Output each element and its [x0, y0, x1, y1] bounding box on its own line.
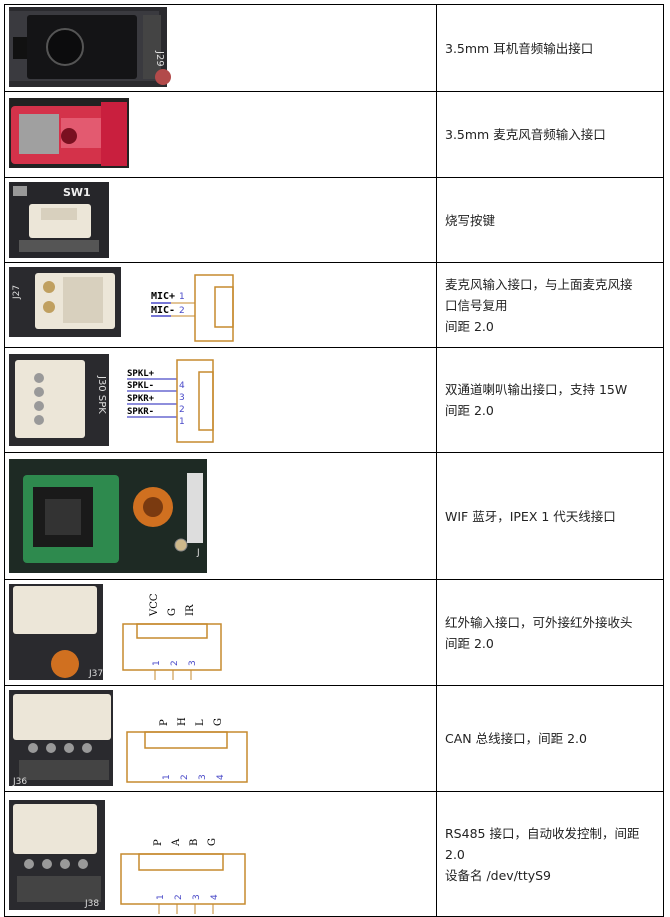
- pin-number: 1: [156, 894, 166, 900]
- desc-line: 间距 2.0: [445, 403, 494, 418]
- spec-table: J29 3.5mm 耳机音频输出接口 3.5mm 麦克风音频输入接口: [4, 4, 664, 917]
- description-cell: 3.5mm 耳机音频输出接口: [436, 4, 664, 92]
- desc-line: 2.0: [445, 846, 465, 862]
- ref-label: J27: [12, 285, 22, 300]
- pin-label: P: [153, 839, 164, 846]
- description-cell: 双通道喇叭输出接口，支持 15W 间距 2.0: [436, 347, 664, 453]
- pin-label: P: [159, 719, 170, 726]
- desc-line: RS485 接口，自动收发控制，间距: [445, 825, 640, 841]
- ref-label: SW1: [63, 186, 91, 199]
- table-row: J29 3.5mm 耳机音频输出接口: [4, 4, 664, 92]
- pin-number: 4: [210, 894, 220, 900]
- image-cell: J38 P A B G 1 2 3 4: [4, 791, 437, 917]
- desc-line: CAN 总线接口，间距 2.0: [445, 731, 587, 746]
- pin-number: 3: [192, 894, 202, 900]
- ref-label: J29: [154, 50, 165, 67]
- pin-label: MIC+: [151, 291, 175, 302]
- audio-jack-photo: J29: [9, 7, 171, 87]
- ir-connector-diagram: J37 VCC G IR 1 2 3: [9, 584, 222, 680]
- pin-label: SPKR-: [127, 407, 154, 417]
- pin-label: H: [177, 717, 188, 726]
- ref-label: J36: [12, 777, 27, 787]
- pin-label: B: [189, 839, 200, 846]
- table-row: J30 SPK SPKL+ SPKL- SPKR+ SPKR- 4 3 2: [4, 347, 664, 453]
- pin-number: 2: [180, 774, 190, 780]
- description-cell: 红外输入接口，可外接红外接收头 间距 2.0: [436, 579, 664, 686]
- pin-label: L: [195, 719, 206, 726]
- pin-number: 4: [216, 774, 226, 780]
- pin-number: 1: [162, 774, 172, 780]
- image-cell: J30 SPK SPKL+ SPKL- SPKR+ SPKR- 4 3 2: [4, 347, 437, 453]
- pin-number: 2: [179, 405, 185, 415]
- description-cell: 麦克风输入接口，与上面麦克风接 口信号复用 间距 2.0: [436, 262, 664, 348]
- table-row: SW1 烧写按键: [4, 177, 664, 263]
- pin-label: G: [213, 718, 224, 726]
- image-cell: J27 MIC+ MIC- 1 2: [4, 262, 437, 348]
- table-row: J27 MIC+ MIC- 1 2 麦克风输入接口，与上面麦克风接 口信号复用 …: [4, 262, 664, 348]
- image-cell: [4, 91, 437, 178]
- ref-label: J30 SPK: [96, 375, 107, 414]
- pin-number: 3: [198, 774, 208, 780]
- wifi-module-photo: J: [9, 459, 207, 573]
- pin-number: 2: [170, 660, 180, 666]
- speaker-connector-diagram: J30 SPK SPKL+ SPKL- SPKR+ SPKR- 4 3 2: [9, 354, 214, 446]
- rs485-connector-diagram: J38 P A B G 1 2 3 4: [9, 800, 246, 914]
- description-cell: CAN 总线接口，间距 2.0: [436, 685, 664, 792]
- table-row: J WIF 蓝牙，IPEX 1 代天线接口: [4, 452, 664, 580]
- desc-line: 3.5mm 麦克风音频输入接口: [445, 127, 606, 142]
- desc-line: 口信号复用: [445, 297, 508, 313]
- pin-number: 1: [152, 660, 162, 666]
- pin-number: 1: [179, 417, 185, 427]
- desc-line: 麦克风输入接口，与上面麦克风接: [445, 276, 633, 292]
- pin-label: G: [207, 838, 218, 846]
- ref-label: J37: [88, 669, 103, 679]
- pin-label: VCC: [149, 593, 160, 617]
- description-cell: 烧写按键: [436, 177, 664, 263]
- pin-label: SPKR+: [127, 394, 155, 404]
- description-cell: RS485 接口，自动收发控制，间距 2.0 设备名 /dev/ttyS9: [436, 791, 664, 917]
- pin-label: G: [167, 608, 178, 616]
- pin-number: 2: [174, 894, 184, 900]
- image-cell: J37 VCC G IR 1 2 3: [4, 579, 437, 686]
- can-connector-diagram: J36 P H L G 1 2 3 4: [9, 690, 248, 787]
- mic-connector-diagram: J27 MIC+ MIC- 1 2: [9, 267, 234, 342]
- desc-line: 双通道喇叭输出接口，支持 15W: [445, 382, 628, 397]
- pin-number: 3: [179, 393, 185, 403]
- desc-line: 设备名 /dev/ttyS9: [445, 867, 552, 883]
- image-cell: J29: [4, 4, 437, 92]
- image-cell: SW1: [4, 177, 437, 263]
- image-cell: J36 P H L G 1 2 3 4: [4, 685, 437, 792]
- pin-label: SPKL+: [127, 369, 155, 379]
- image-cell: J: [4, 452, 437, 580]
- burn-button-photo: SW1: [9, 182, 109, 258]
- pin-label: IR: [185, 604, 196, 616]
- pin-label: A: [171, 838, 182, 847]
- table-row: 3.5mm 麦克风音频输入接口: [4, 91, 664, 178]
- description-cell: 3.5mm 麦克风音频输入接口: [436, 91, 664, 178]
- mic-jack-photo: [9, 98, 129, 168]
- desc-line: 烧写按键: [445, 212, 496, 228]
- pin-number: 1: [179, 292, 185, 302]
- pin-number: 2: [179, 306, 185, 316]
- pin-number: 3: [188, 660, 198, 666]
- pin-label: SPKL-: [127, 381, 154, 391]
- desc-line: 3.5mm 耳机音频输出接口: [445, 40, 594, 56]
- table-row: J37 VCC G IR 1 2 3: [4, 579, 664, 686]
- table-row: J38 P A B G 1 2 3 4: [4, 791, 664, 917]
- ref-label: J38: [84, 899, 99, 909]
- desc-line: 间距 2.0: [445, 635, 494, 651]
- pin-label: MIC-: [151, 305, 175, 316]
- pin-number: 4: [179, 381, 185, 391]
- table-row: J36 P H L G 1 2 3 4: [4, 685, 664, 792]
- description-cell: WIF 蓝牙，IPEX 1 代天线接口: [436, 452, 664, 580]
- desc-line: 间距 2.0: [445, 318, 494, 334]
- ref-label: J: [196, 548, 200, 558]
- desc-line: WIF 蓝牙，IPEX 1 代天线接口: [445, 508, 616, 524]
- desc-line: 红外输入接口，可外接红外接收头: [445, 614, 633, 630]
